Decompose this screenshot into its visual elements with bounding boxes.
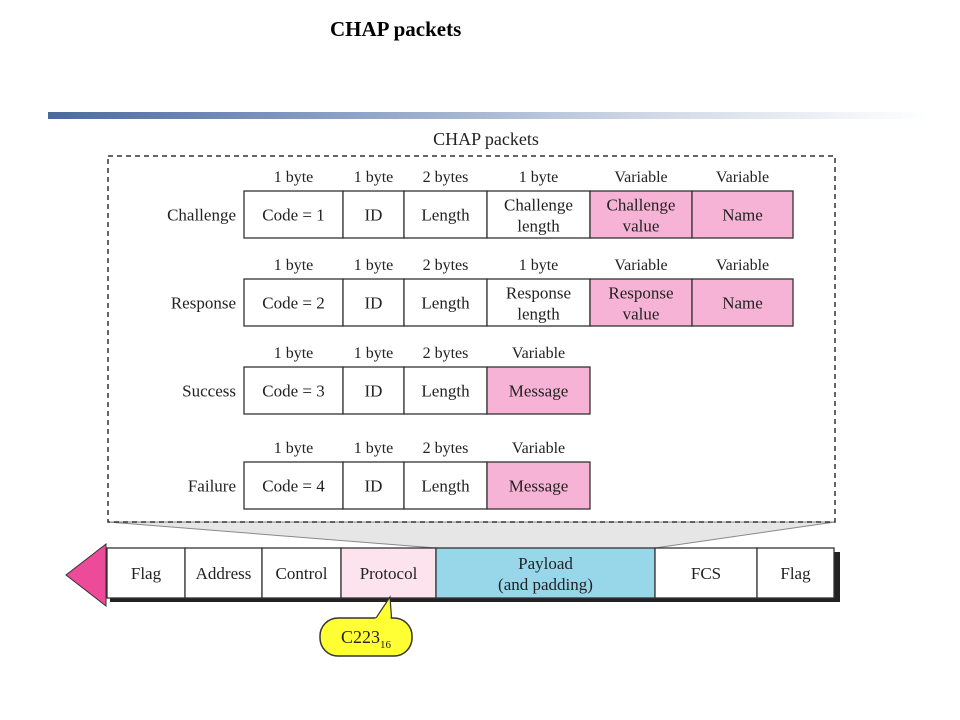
callout-subscript: 16 (380, 639, 392, 651)
field-size: 1 byte (354, 169, 394, 186)
frame-field-label: Control (276, 564, 328, 583)
field-label: ID (365, 206, 383, 225)
field-cell (243, 366, 344, 415)
field-label: Code = 2 (262, 294, 324, 313)
frame-field-label: Payload(and padding) (498, 554, 593, 594)
field-cell (403, 366, 488, 415)
packet-label: Failure (188, 477, 236, 496)
field-label: ID (365, 382, 383, 401)
field-label: Length (421, 477, 470, 496)
field-cell (691, 190, 794, 239)
field-size: Variable (512, 440, 565, 457)
frame-field (184, 547, 263, 599)
chap-packets-frame (107, 155, 836, 523)
field-cell (342, 190, 405, 239)
frame-field-label: Flag (131, 564, 162, 583)
field-label: Code = 4 (262, 477, 325, 496)
frame-field-label: FCS (691, 564, 721, 583)
field-size: 1 byte (354, 257, 394, 274)
frame-field-label: Flag (780, 564, 811, 583)
field-size: 2 bytes (423, 345, 469, 362)
field-cell (243, 278, 344, 327)
field-size: 1 byte (274, 345, 314, 362)
field-size: Variable (614, 169, 667, 186)
callout-text: C22316 (341, 627, 392, 651)
field-cell (403, 278, 488, 327)
frame-direction-arrow (65, 542, 107, 608)
field-size: 1 byte (354, 345, 394, 362)
field-label: Name (722, 294, 763, 313)
field-size: 2 bytes (423, 257, 469, 274)
field-label: Length (421, 294, 470, 313)
figure-title: CHAP packets (433, 129, 539, 149)
packet-label: Response (171, 294, 236, 313)
field-size: 2 bytes (423, 169, 469, 186)
slide-title: CHAP packets (330, 17, 462, 41)
frame-field (756, 547, 835, 599)
packet-label: Success (182, 382, 236, 401)
field-size: 1 byte (274, 257, 314, 274)
frame-field-label: Address (196, 564, 252, 583)
field-label: Length (421, 206, 470, 225)
frame-field (654, 547, 758, 599)
field-size: 1 byte (519, 257, 559, 274)
field-label: ID (365, 294, 383, 313)
field-cell (589, 190, 693, 239)
field-size: 2 bytes (423, 440, 469, 457)
field-label: Length (421, 382, 470, 401)
field-size: Variable (716, 169, 769, 186)
protocol-callout: C22316 (319, 595, 413, 657)
field-cell (486, 278, 591, 327)
field-cell (486, 461, 591, 510)
field-size: 1 byte (354, 440, 394, 457)
field-size: Variable (716, 257, 769, 274)
ppp-frame: Flag Address Control Protocol Payload(and pa… (106, 547, 835, 599)
field-size: 1 byte (274, 169, 314, 186)
field-cell (342, 366, 405, 415)
field-cell (243, 461, 344, 510)
field-label: Name (722, 206, 763, 225)
field-label: Code = 3 (262, 382, 324, 401)
frame-field-label: Protocol (360, 564, 418, 583)
field-size: 1 byte (274, 440, 314, 457)
field-cell (589, 278, 693, 327)
field-label: Code = 1 (262, 206, 324, 225)
field-cell (243, 190, 344, 239)
field-cell (403, 461, 488, 510)
field-size: Variable (512, 345, 565, 362)
frame-field (340, 547, 437, 599)
field-label: ID (365, 477, 383, 496)
field-size: Variable (614, 257, 667, 274)
field-cell (486, 190, 591, 239)
field-size: 1 byte (519, 169, 559, 186)
payload-expansion-connector (107, 521, 836, 549)
callout-bubble (319, 617, 413, 657)
callout-main: C223 (341, 627, 380, 647)
title-rule (48, 112, 928, 119)
field-cell (486, 366, 591, 415)
frame-field (435, 547, 656, 599)
packet-label: Challenge (167, 206, 236, 225)
field-label: Message (509, 477, 568, 496)
field-cell (691, 278, 794, 327)
field-label: Message (509, 382, 568, 401)
